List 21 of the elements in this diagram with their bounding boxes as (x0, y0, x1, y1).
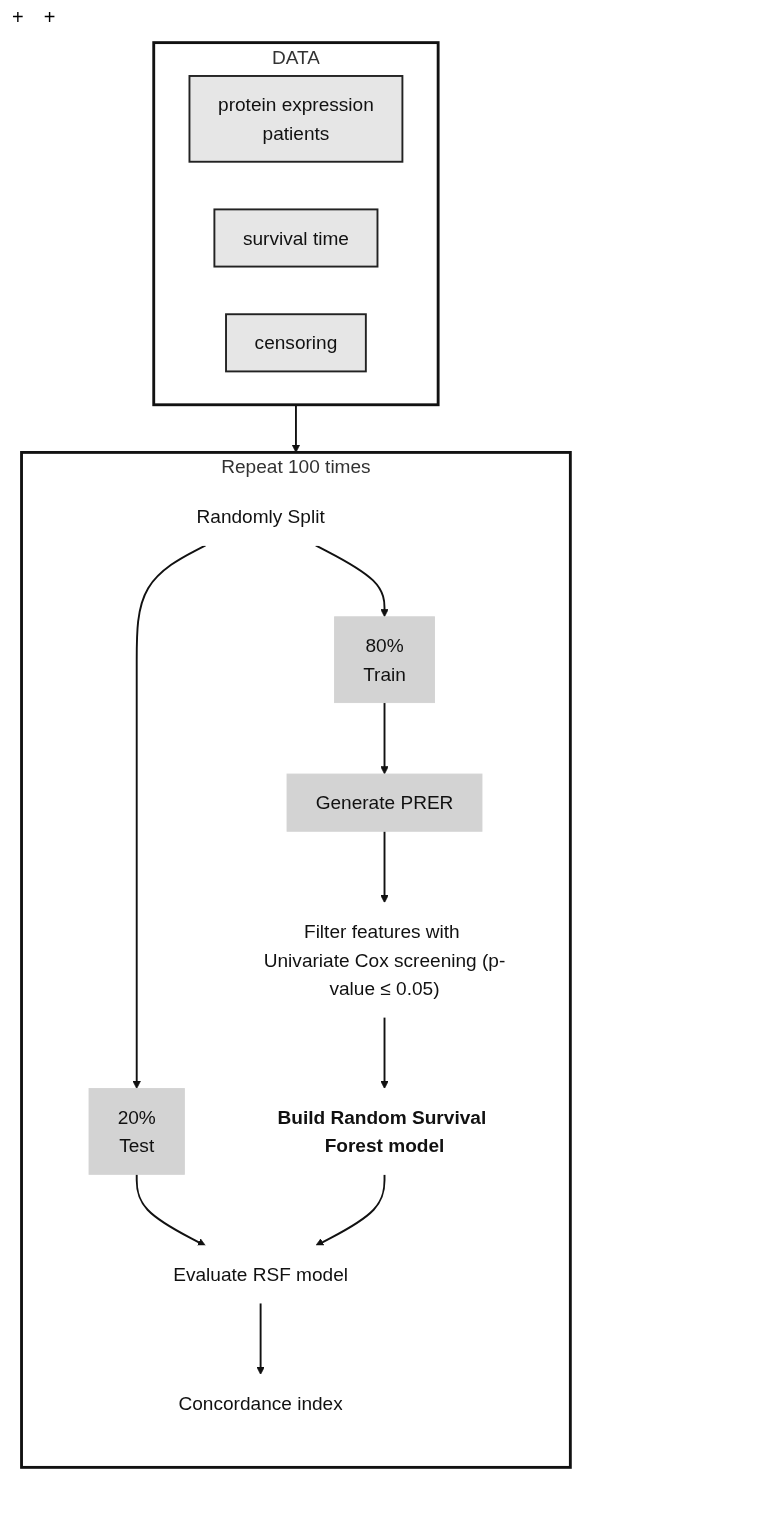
node-text: Evaluate RSF model (173, 1263, 349, 1285)
arrow (256, 1302, 265, 1375)
plus-sign: + (12, 6, 24, 28)
node-text: Concordance index (178, 1392, 343, 1414)
node-box: Generate PRER (286, 773, 483, 832)
arrow (135, 1173, 206, 1247)
arrow (380, 701, 389, 775)
node-text: Build Random Survival Forest model (277, 1106, 487, 1157)
node-box: 80% Train (334, 616, 435, 704)
node-box: survival time (213, 208, 379, 268)
node-box: protein expression patients (188, 75, 404, 163)
node-box: censoring (225, 313, 367, 373)
arrow (380, 1016, 389, 1089)
node-box: 20% Test (88, 1088, 185, 1175)
node-text: Filter features with Univariate Cox screening (p-value ≤ 0.05) (263, 920, 506, 999)
arrow (132, 544, 207, 1089)
plus-sign: + (43, 6, 56, 28)
arrow (315, 1173, 386, 1247)
arrow (314, 544, 389, 618)
node-text: Randomly Split (196, 506, 325, 528)
arrow (380, 830, 389, 904)
